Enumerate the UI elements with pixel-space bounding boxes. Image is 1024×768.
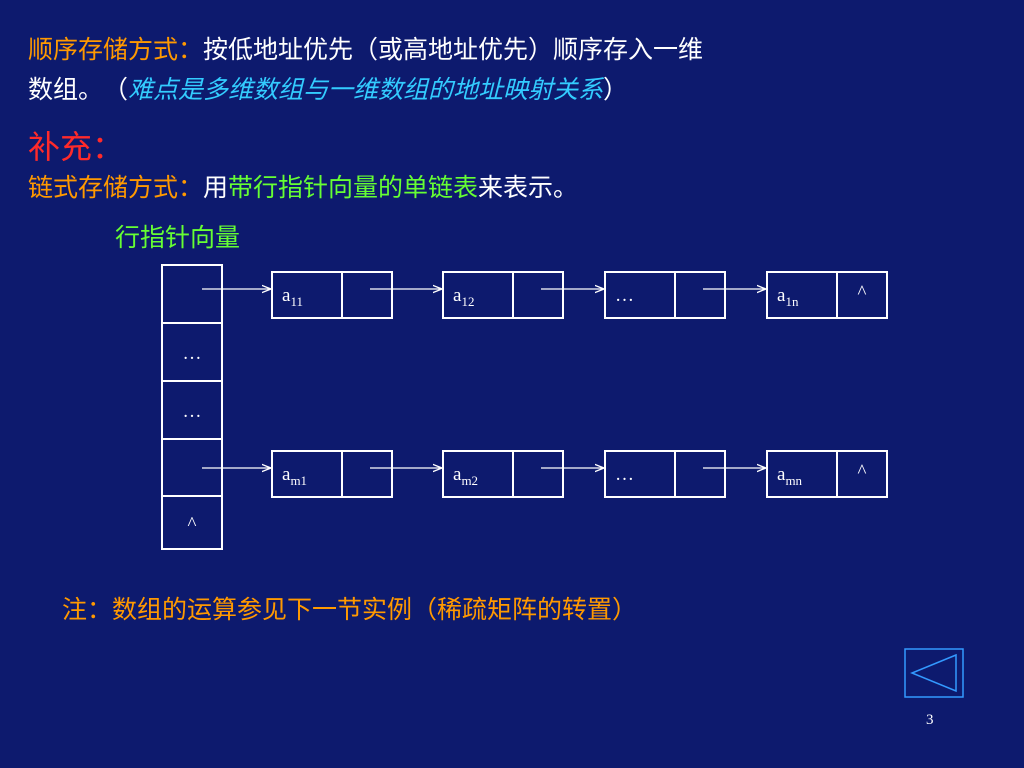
vector-cell-label: … [183,401,202,422]
list-node [442,271,564,319]
pointer-arrows [202,289,765,468]
node-value: amn [777,464,803,488]
vector-cell [161,495,223,550]
node-value: a11 [282,285,303,309]
linked-storage-line: 链式存储方式：用带行指针向量的单链表来表示。 [28,168,578,204]
list-node [442,450,564,498]
row-pointer-vector: … … ^ [161,264,223,550]
vector-cell-label: ^ [188,514,197,535]
null-pointer: ^ [858,282,867,303]
linked-use-text: 用 [203,173,229,202]
list-node [766,271,888,319]
sequential-storage-line: 顺序存储方式：按低地址优先（或高地址优先）顺序存入一维 [28,30,703,66]
vector-cell [161,264,223,324]
row-vector-label: 行指针向量 [115,223,241,252]
sequential-storage-label: 顺序存储方式： [28,35,204,64]
row1-linked-list: a11 a12 … a1n ^ [271,271,888,319]
operations-note: 注：数组的运算参见下一节实例（稀疏矩阵的转置） [62,595,638,624]
list-node [604,271,726,319]
sequential-storage-text2: 数组。 （ [28,75,129,104]
paren-close: ） [603,75,629,104]
vector-cell-label: … [183,343,202,364]
list-node [766,450,888,498]
sequential-storage-line2: 数组。 （难点是多维数组与一维数组的地址映射关系） [28,70,628,106]
row2-linked-list: am1 am2 … amn ^ [271,450,888,498]
difficulty-highlight: 难点是多维数组与一维数组的地址映射关系 [128,75,604,104]
list-node [604,450,726,498]
node-value: … [615,464,634,485]
list-node [271,271,393,319]
node-value: a12 [453,285,474,309]
null-pointer: ^ [858,461,867,482]
node-value: am2 [453,464,478,488]
supplement-heading: 补充： [28,128,125,166]
node-value: … [615,285,634,306]
node-value: a1n [777,285,799,309]
linked-highlight: 带行指针向量的单链表 [228,173,479,202]
sequential-storage-text: 按低地址优先（或高地址优先）顺序存入一维 [203,35,704,64]
linked-storage-label: 链式存储方式： [28,173,204,202]
node-value: am1 [282,464,307,488]
page-number: 3 [926,712,934,728]
linked-end-text: 来表示。 [478,173,579,202]
back-triangle-icon[interactable] [904,648,964,698]
list-node [271,450,393,498]
